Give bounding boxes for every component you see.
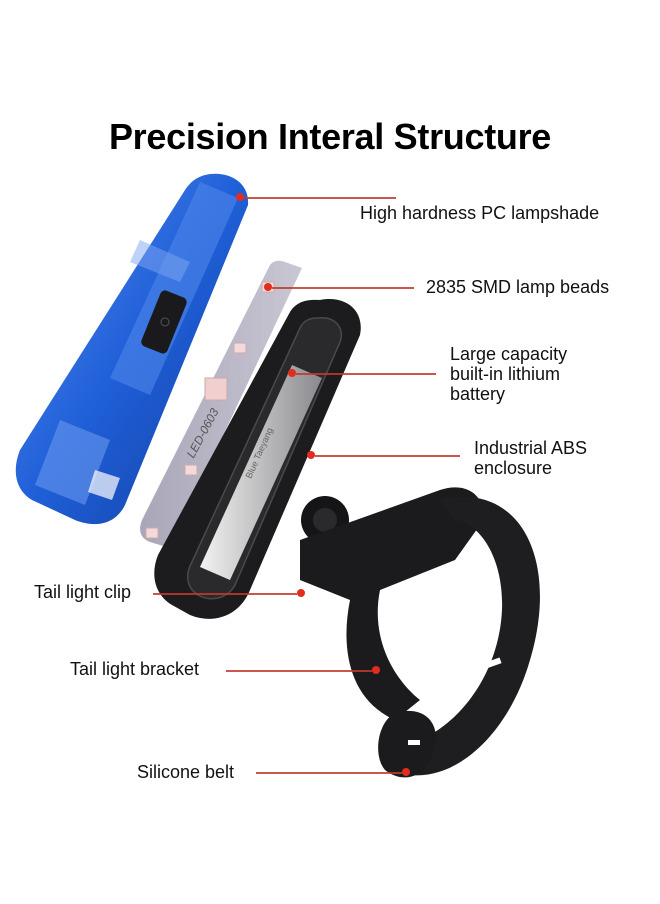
battery-marker-dot [288,369,296,377]
belt-label: Silicone belt [137,762,235,782]
page-title: Precision Interal Structure [108,116,552,157]
bracket-label: Tail light bracket [70,659,200,679]
enclosure-part: Blue Taeyang [154,299,361,619]
battery-label: Large capacity built-in lithium battery [450,344,568,404]
belt-marker-dot [402,768,410,776]
bracket-marker-dot [372,666,380,674]
clip-leader-line [153,593,297,595]
enclosure-marker-dot [307,451,315,459]
clip-label: Tail light clip [34,582,132,602]
bracket-leader-line [226,670,372,672]
lamp-beads-marker-dot [264,283,272,291]
lamp-beads-label: 2835 SMD lamp beads [426,277,610,297]
lampshade-leader-line [244,197,396,199]
clip-marker-dot [297,589,305,597]
lampshade-part [15,173,249,525]
bracket-part [300,487,540,778]
lamp-beads-leader-line [272,287,414,289]
enclosure-label: Industrial ABS enclosure [474,438,588,478]
lampshade-label: High hardness PC lampshade [360,203,600,223]
belt-leader-line [256,772,402,774]
lampshade-marker-dot [236,193,244,201]
enclosure-leader-line [315,455,460,457]
battery-leader-line [296,373,436,375]
